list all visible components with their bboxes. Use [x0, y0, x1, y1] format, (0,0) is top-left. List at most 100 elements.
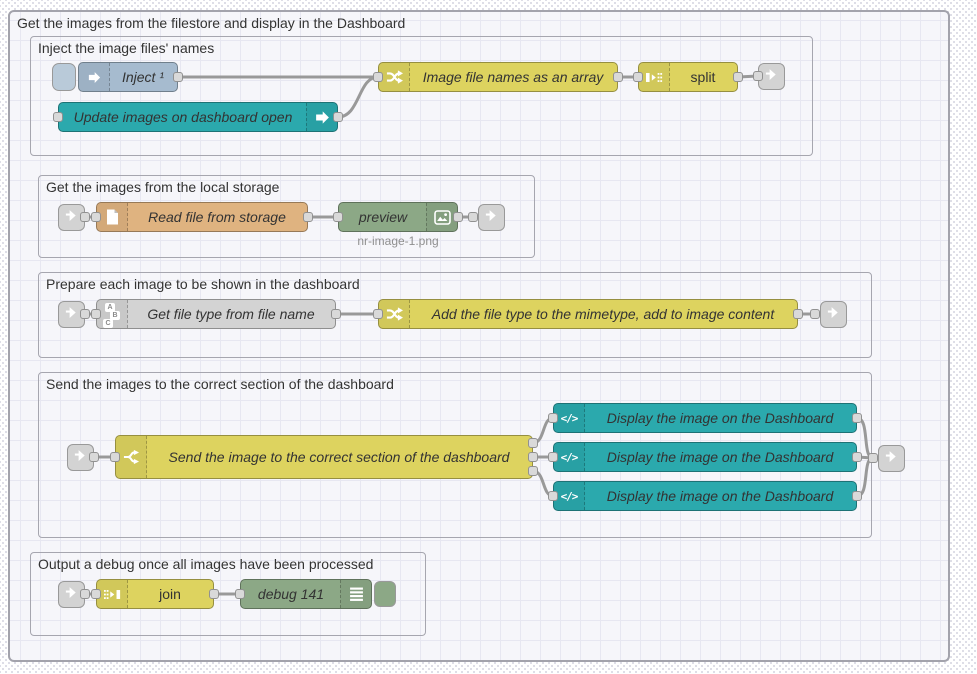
port-out[interactable] — [89, 452, 99, 462]
port-in[interactable] — [548, 413, 558, 423]
image-icon — [426, 203, 457, 231]
node-label: Update images on dashboard open — [73, 109, 293, 125]
node-split[interactable]: split — [638, 62, 738, 92]
node-label: Get file type from file name — [147, 306, 315, 322]
node-function-image-file-names[interactable]: Image file names as an array — [378, 62, 618, 92]
port-in[interactable] — [753, 71, 763, 81]
template-icon: </> — [554, 404, 585, 432]
node-ui-template-display-1[interactable]: </> Display the image on the Dashboard — [553, 403, 857, 433]
node-function-add-mimetype[interactable]: Add the file type to the mimetype, add t… — [378, 299, 798, 329]
link-in-icon — [64, 585, 79, 605]
group-local-storage-label: Get the images from the local storage — [46, 179, 280, 195]
node-label: debug 141 — [257, 586, 325, 602]
port-out[interactable] — [528, 452, 538, 462]
node-label: Read file from storage — [148, 209, 286, 225]
wire[interactable] — [336, 75, 380, 119]
group-debug-label: Output a debug once all images have been… — [38, 556, 374, 572]
port-out[interactable] — [528, 466, 538, 476]
port-out[interactable] — [303, 212, 313, 222]
port-in[interactable] — [53, 112, 63, 122]
node-switch-send-image[interactable]: Send the image to the correct section of… — [115, 435, 533, 479]
port-out[interactable] — [209, 589, 219, 599]
port-out[interactable] — [852, 491, 862, 501]
function-icon — [379, 63, 410, 91]
inject-icon — [79, 63, 110, 91]
template-icon: </> — [554, 482, 585, 510]
switch-icon — [116, 436, 147, 478]
template-icon: </> — [554, 443, 585, 471]
group-local-storage[interactable]: Get the images from the local storage — [38, 175, 535, 258]
port-in[interactable] — [548, 491, 558, 501]
file-icon — [97, 203, 128, 231]
node-label: Image file names as an array — [422, 69, 604, 85]
node-label: Inject ¹ — [121, 69, 164, 85]
port-in[interactable] — [110, 452, 120, 462]
node-label: Display the image on the Dashboard — [606, 488, 834, 504]
link-in-icon — [64, 208, 79, 228]
node-ui-control[interactable]: Update images on dashboard open — [58, 102, 338, 132]
node-link-out[interactable] — [820, 301, 847, 328]
arrow-right-icon — [306, 103, 337, 131]
link-out-icon — [826, 305, 841, 325]
node-link-out[interactable] — [478, 204, 505, 231]
port-out[interactable] — [453, 212, 463, 222]
node-label: join — [159, 586, 181, 602]
node-join[interactable]: join — [96, 579, 214, 609]
node-link-out[interactable] — [878, 445, 905, 472]
group-prepare[interactable]: Prepare each image to be shown in the da… — [38, 272, 872, 358]
port-in[interactable] — [868, 453, 878, 463]
group-inject-label: Inject the image files' names — [38, 40, 215, 56]
node-label: Add the file type to the mimetype, add t… — [431, 306, 775, 322]
node-change-get-file-type[interactable]: A B C Get file type from file name — [96, 299, 336, 329]
link-in-icon — [73, 448, 88, 468]
group-inject[interactable]: Inject the image files' names — [30, 36, 813, 156]
node-ui-template-display-2[interactable]: </> Display the image on the Dashboard — [553, 442, 857, 472]
node-label: split — [690, 69, 716, 85]
port-out[interactable] — [852, 413, 862, 423]
split-icon — [639, 63, 670, 91]
port-in[interactable] — [235, 589, 245, 599]
join-icon — [97, 580, 128, 608]
port-out[interactable] — [173, 72, 183, 82]
debug-toggle-button[interactable] — [374, 581, 396, 607]
port-in[interactable] — [333, 212, 343, 222]
node-debug[interactable]: debug 141 — [240, 579, 372, 609]
node-label: Display the image on the Dashboard — [606, 449, 834, 465]
group-prepare-label: Prepare each image to be shown in the da… — [46, 276, 360, 292]
function-icon — [379, 300, 410, 328]
port-in[interactable] — [91, 212, 101, 222]
port-out[interactable] — [733, 72, 743, 82]
link-in-icon — [64, 305, 79, 325]
group-send-label: Send the images to the correct section o… — [46, 376, 394, 392]
debug-list-icon — [340, 580, 371, 608]
port-in[interactable] — [373, 72, 383, 82]
port-in[interactable] — [91, 309, 101, 319]
port-out[interactable] — [333, 112, 343, 122]
port-in[interactable] — [548, 452, 558, 462]
port-out[interactable] — [331, 309, 341, 319]
port-out[interactable] — [80, 309, 90, 319]
port-in[interactable] — [373, 309, 383, 319]
group-outer-label: Get the images from the filestore and di… — [17, 15, 406, 31]
port-out[interactable] — [852, 452, 862, 462]
port-out[interactable] — [80, 212, 90, 222]
node-inject[interactable]: Inject ¹ — [78, 62, 178, 92]
group-debug[interactable]: Output a debug once all images have been… — [30, 552, 426, 636]
inject-trigger-button[interactable] — [52, 63, 76, 91]
port-in[interactable] — [91, 589, 101, 599]
node-label: preview — [358, 209, 408, 225]
port-in[interactable] — [468, 212, 478, 222]
port-in[interactable] — [633, 72, 643, 82]
port-out[interactable] — [793, 309, 803, 319]
port-in[interactable] — [810, 309, 820, 319]
node-ui-template-display-3[interactable]: </> Display the image on the Dashboard — [553, 481, 857, 511]
node-image-preview[interactable]: preview — [338, 202, 458, 232]
node-status-text: nr-image-1.png — [357, 234, 439, 248]
link-out-icon — [884, 449, 899, 469]
port-out[interactable] — [528, 438, 538, 448]
port-out[interactable] — [80, 589, 90, 599]
node-read-file[interactable]: Read file from storage — [96, 202, 308, 232]
port-out[interactable] — [613, 72, 623, 82]
abc-icon: A B C — [97, 300, 128, 328]
